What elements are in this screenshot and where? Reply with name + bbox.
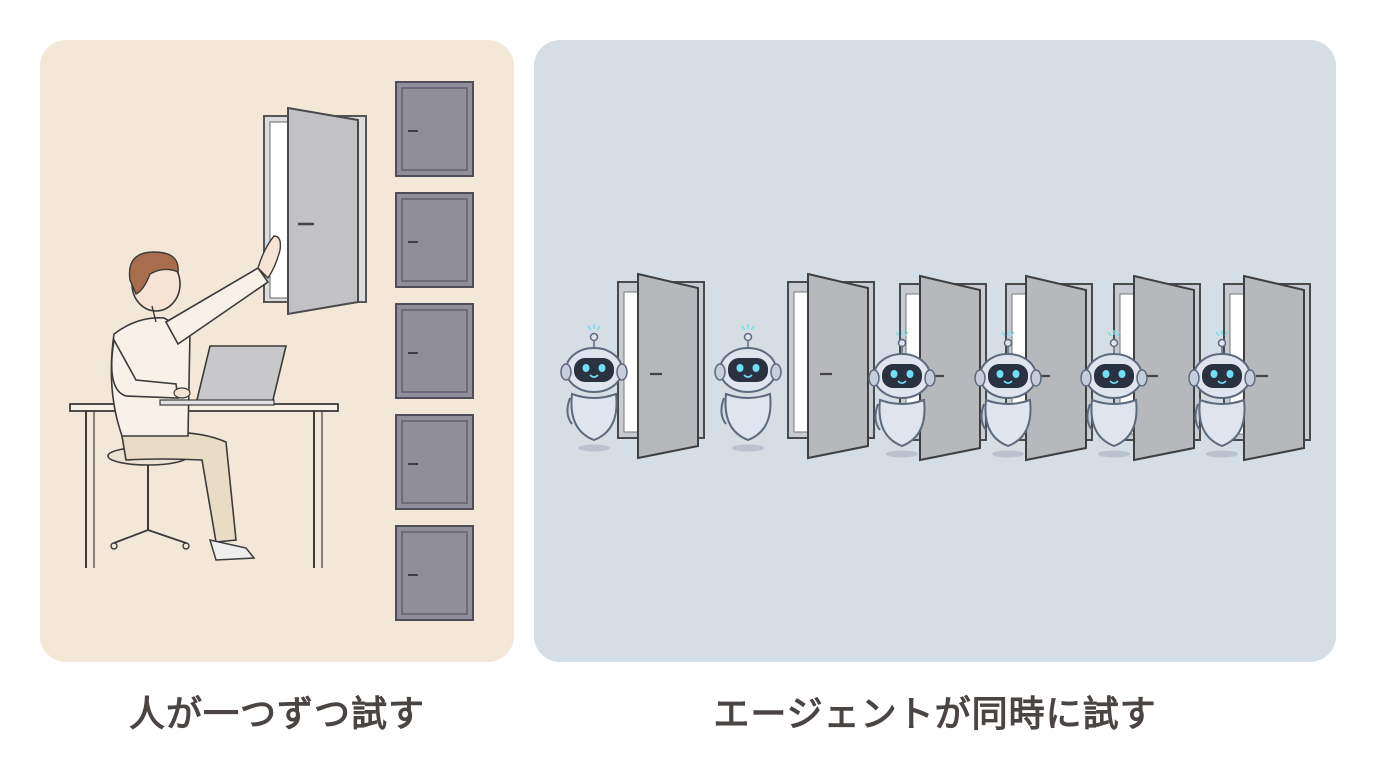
- agents-caption: エージェントが同時に試す: [713, 694, 1157, 735]
- open-door-icon: [616, 272, 706, 460]
- closed-door-icon: [395, 192, 474, 288]
- human-sequential-panel: [40, 40, 514, 662]
- closed-door-icon: [395, 81, 474, 177]
- closed-door-icon: [395, 414, 474, 510]
- open-door-icon: [263, 106, 367, 316]
- agents-parallel-illustration: [534, 40, 1336, 662]
- human-caption: 人が一つずつ試す: [128, 694, 425, 735]
- human-sequential-illustration: [40, 40, 514, 662]
- closed-door-icon: [395, 303, 474, 399]
- open-door-icon: [786, 272, 876, 460]
- closed-door-icon: [395, 525, 474, 621]
- person-at-laptop-icon: [107, 235, 288, 561]
- closed-doors-column: [395, 81, 474, 621]
- agents-parallel-panel: [534, 40, 1336, 662]
